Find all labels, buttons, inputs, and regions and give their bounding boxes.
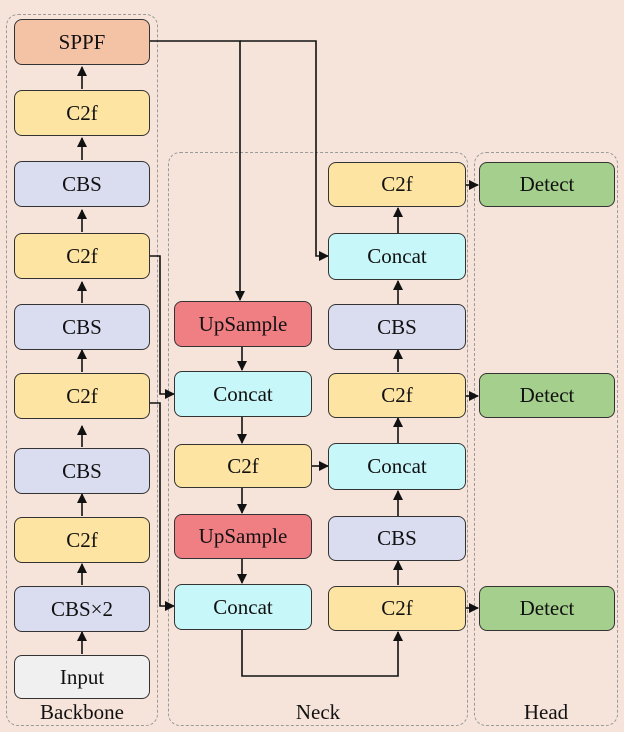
neck-group: Neck bbox=[168, 152, 468, 726]
upsample-2-node: UpSample bbox=[174, 514, 312, 559]
concat-top-node: Concat bbox=[328, 233, 466, 280]
edge-c2f2-to-concat2 bbox=[150, 402, 175, 611]
backbone-cbs-4-node: CBS bbox=[14, 161, 150, 207]
concat-1-node: Concat bbox=[174, 371, 312, 417]
backbone-c2f-2-node: C2f bbox=[14, 373, 150, 419]
backbone-cbs-2-node: CBS bbox=[14, 448, 150, 494]
detect-1-node: Detect bbox=[479, 162, 615, 207]
backbone-cbs-x2-node: CBS×2 bbox=[14, 586, 150, 632]
neck-cbs-upper-node: CBS bbox=[328, 304, 466, 350]
edge-sppf-to-concat-top bbox=[240, 40, 329, 261]
neck-label: Neck bbox=[295, 700, 341, 724]
backbone-c2f-3-node: C2f bbox=[14, 233, 150, 279]
input-node: Input bbox=[14, 655, 150, 699]
backbone-c2f-4-node: C2f bbox=[14, 90, 150, 136]
neck-c2f-bottom-node: C2f bbox=[328, 586, 466, 631]
neck-c2f-top-node: C2f bbox=[328, 162, 466, 207]
edge-concat2-to-c2fbottom bbox=[241, 630, 403, 677]
concat-2-node: Concat bbox=[174, 584, 312, 630]
detect-3-node: Detect bbox=[479, 586, 615, 631]
backbone-group: Backbone bbox=[6, 14, 158, 726]
backbone-cbs-3-node: CBS bbox=[14, 304, 150, 350]
upsample-1-node: UpSample bbox=[174, 301, 312, 347]
backbone-label: Backbone bbox=[40, 700, 124, 724]
neck-c2f-mid-node: C2f bbox=[174, 444, 312, 488]
head-group: Head bbox=[474, 152, 618, 726]
neck-cbs-lower-node: CBS bbox=[328, 516, 466, 561]
detect-2-node: Detect bbox=[479, 373, 615, 418]
head-label: Head bbox=[523, 700, 569, 724]
backbone-c2f-1-node: C2f bbox=[14, 517, 150, 563]
edge-sppf-to-upsample1 bbox=[150, 40, 245, 301]
neck-c2f-middle-node: C2f bbox=[328, 373, 466, 418]
sppf-node: SPPF bbox=[14, 19, 150, 65]
edge-c2f3-to-concat1 bbox=[150, 255, 175, 399]
concat-middle-node: Concat bbox=[328, 443, 466, 490]
